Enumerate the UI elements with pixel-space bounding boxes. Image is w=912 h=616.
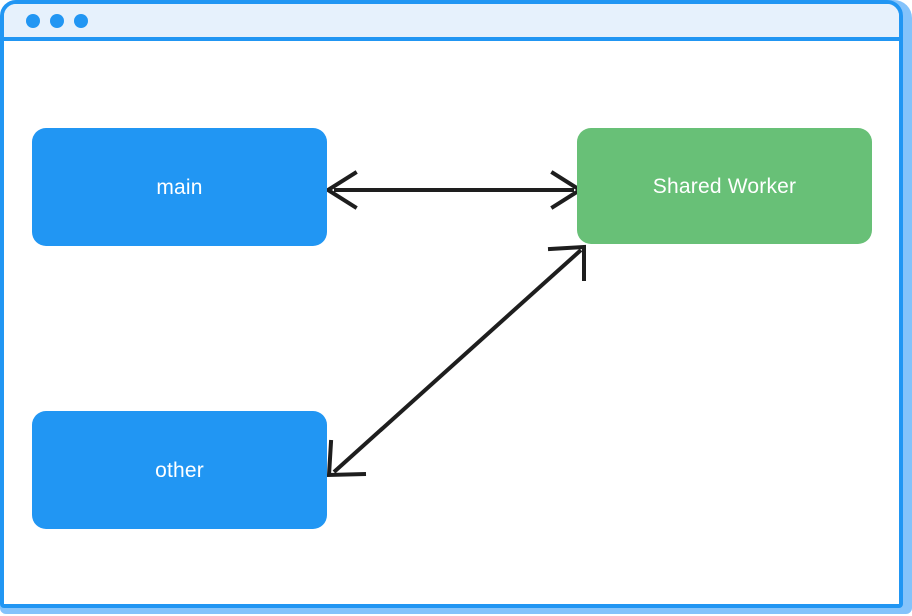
window-title-bar[interactable] [4,4,899,41]
diagram-node-main-label: main [156,175,203,199]
minimize-dot-icon[interactable] [50,13,64,28]
edge-main-sharedworker [324,170,584,210]
close-dot-icon[interactable] [26,13,40,28]
edge-other-sharedworker [326,244,586,478]
maximize-dot-icon[interactable] [74,13,88,28]
diagram-node-shared-worker-label: Shared Worker [652,174,797,198]
window-frame: main Shared Worker other [0,0,903,608]
diagram-node-other-label: other [155,458,204,482]
diagram-node-shared-worker[interactable]: Shared Worker [577,128,872,244]
diagram-node-main[interactable]: main [32,128,327,246]
window-content-area: main Shared Worker other [4,45,899,604]
diagram-canvas: main Shared Worker other [4,45,899,604]
diagram-node-other[interactable]: other [32,411,327,529]
